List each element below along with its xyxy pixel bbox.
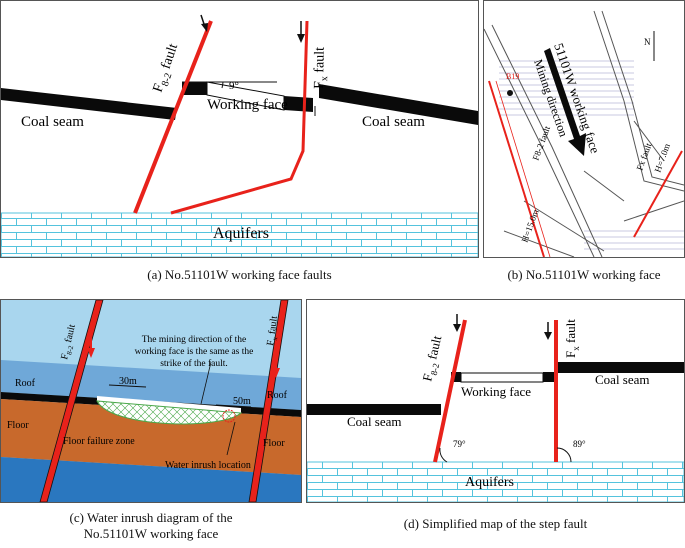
fault-f82-c [39, 300, 104, 502]
deep-aquifer [1, 457, 301, 502]
angle-label-a: 9° [229, 80, 239, 92]
caption-c-line2: No.51101W working face [83, 526, 219, 541]
label-f82-fault-d: F8-2 fault [419, 334, 447, 384]
coal-seam-stub-right [284, 96, 313, 112]
panel-a-diagram: F8-2 fault Fx fault 9° Working face Coal… [1, 14, 478, 257]
coal-seam-stub-right-d [543, 372, 555, 382]
label-f82-fault-c: F8-2 fault [59, 323, 80, 361]
aquifer-layer [1, 212, 478, 257]
panel-d: F8-2 fault Fx fault Working face Coal se… [306, 299, 685, 503]
fault-fx-map [633, 150, 683, 238]
label-f82-fault-a: F8-2 fault [151, 42, 184, 96]
panel-b: B19 51101W working face Mining direction… [483, 0, 685, 258]
dim-50m: 50m [233, 396, 251, 407]
caption-d: (d) Simplified map of the step fault [403, 516, 588, 531]
coal-seam-left-label-a: Coal seam [21, 114, 84, 130]
north-label: N [644, 37, 651, 47]
working-face-label-a: Working face [207, 97, 288, 113]
angle-79-label: 79° [453, 439, 466, 449]
label-fx-fault-a: Fx fault [312, 47, 331, 89]
coal-seam-stub-left-d [451, 372, 461, 382]
label-fx-fault-c: Fx fault [265, 315, 282, 347]
coal-seam-right [319, 84, 478, 125]
floor-left-label: Floor [7, 420, 29, 431]
fx-h-label: H=7.0m [652, 142, 672, 173]
note-line-2: working face is the same as the [135, 346, 254, 357]
roof-left-label: Roof [15, 378, 36, 389]
aquifer-layer-d [307, 461, 684, 502]
working-face-block-d [460, 372, 544, 383]
borehole-label: B19 [506, 72, 519, 81]
floor-failure-label: Floor failure zone [63, 436, 135, 447]
coal-seam-right-label-a: Coal seam [362, 114, 425, 130]
fault-fx-c [248, 300, 289, 502]
fault-f82-d [433, 319, 467, 463]
angle-89-label: 89° [573, 439, 586, 449]
coal-seam-left [1, 88, 177, 120]
caption-a: (a) No.51101W working face faults [147, 267, 332, 282]
roof-right-label: Roof [267, 390, 288, 401]
water-inrush-label: Water inrush location [165, 460, 251, 471]
panel-c: F8-2 fault Fx fault The mining direction… [0, 299, 302, 503]
borehole-marker [507, 90, 513, 96]
label-fx-fault-d: Fx fault [563, 319, 581, 358]
mining-direction-arrow [544, 48, 586, 156]
coal-seam-stub-left [182, 82, 207, 95]
dim-30m: 30m [119, 376, 137, 387]
coal-seam-right-label-d: Coal seam [595, 372, 650, 387]
caption-c-line1: (c) Water inrush diagram of the [69, 510, 233, 525]
panel-b-map: B19 51101W working face Mining direction… [484, 10, 684, 257]
working-face-label-d: Working face [461, 384, 531, 399]
floor-right-label: Floor [263, 438, 285, 449]
fault-f82-line [133, 20, 213, 214]
panel-c-diagram: F8-2 fault Fx fault The mining direction… [1, 300, 301, 502]
coal-seam-left-label-d: Coal seam [347, 414, 402, 429]
note-line-3: strike of the fault. [160, 358, 228, 369]
fault-f82-map [488, 80, 545, 257]
coal-seam-right-d [558, 362, 684, 373]
aquifers-label-d: Aquifers [465, 475, 514, 490]
floor-failure-zone [96, 400, 243, 425]
fault-fx-line [170, 20, 309, 215]
coal-seam-left-d [307, 404, 441, 415]
aquifers-label-a: Aquifers [213, 225, 269, 242]
panel-d-diagram: F8-2 fault Fx fault Working face Coal se… [307, 314, 684, 502]
caption-b: (b) No.51101W working face [507, 267, 661, 282]
panel-a: F8-2 fault Fx fault 9° Working face Coal… [0, 0, 479, 258]
note-line-1: The mining direction of the [142, 334, 246, 345]
working-face-block [206, 81, 285, 111]
